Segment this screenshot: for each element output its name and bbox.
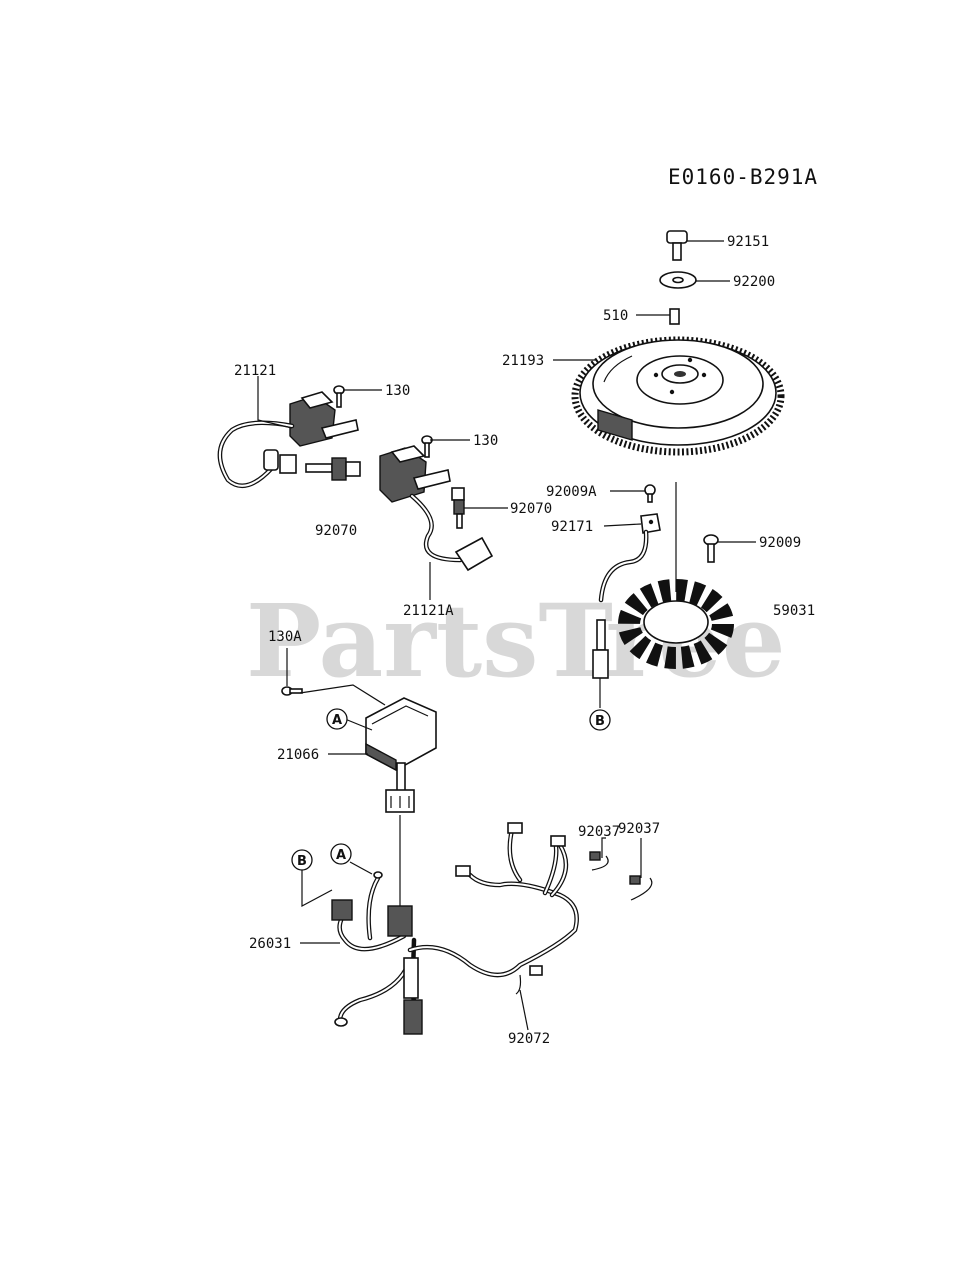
stator-bolt[interactable] bbox=[703, 534, 719, 563]
part-label-21066[interactable]: 21066 bbox=[277, 747, 319, 763]
wire-harness[interactable] bbox=[331, 822, 579, 1035]
flywheel[interactable] bbox=[571, 336, 785, 456]
callout-b-harness: B bbox=[291, 849, 313, 871]
regulator[interactable] bbox=[365, 697, 437, 813]
part-label-92009A[interactable]: 92009A bbox=[546, 484, 597, 500]
part-label-21121[interactable]: 21121 bbox=[234, 363, 276, 379]
callout-a-regulator: A bbox=[326, 708, 348, 730]
svg-text:A: A bbox=[336, 848, 346, 863]
callout-b-stator: B bbox=[589, 709, 611, 731]
ignition-coil-left[interactable] bbox=[217, 391, 359, 489]
leader-lines bbox=[257, 240, 756, 1031]
harness-clamp[interactable] bbox=[515, 974, 522, 995]
part-label-92200[interactable]: 92200 bbox=[733, 274, 775, 290]
coil-screw-left[interactable] bbox=[333, 385, 345, 408]
part-label-510[interactable]: 510 bbox=[603, 308, 628, 324]
flywheel-bolt[interactable] bbox=[666, 230, 688, 261]
part-label-92072[interactable]: 92072 bbox=[508, 1031, 550, 1047]
diagram-code: E0160-B291A bbox=[668, 165, 818, 189]
part-label-59031[interactable]: 59031 bbox=[773, 603, 815, 619]
part-label-92009[interactable]: 92009 bbox=[759, 535, 801, 551]
callout-a-harness: A bbox=[330, 843, 352, 865]
part-label-130-lower[interactable]: 130 bbox=[473, 433, 498, 449]
wire-clamp[interactable] bbox=[640, 513, 661, 534]
coil-screw-right[interactable] bbox=[421, 435, 433, 458]
svg-text:A: A bbox=[332, 713, 342, 728]
part-label-92070-right[interactable]: 92070 bbox=[510, 501, 552, 517]
part-label-92171[interactable]: 92171 bbox=[551, 519, 593, 535]
part-label-21193[interactable]: 21193 bbox=[502, 353, 544, 369]
screw-130A[interactable] bbox=[281, 686, 303, 696]
svg-text:B: B bbox=[595, 714, 605, 729]
part-label-92151[interactable]: 92151 bbox=[727, 234, 769, 250]
stator-small-screw[interactable] bbox=[644, 484, 656, 503]
flywheel-washer[interactable] bbox=[659, 271, 697, 289]
watermark: PartsTree bbox=[246, 582, 786, 700]
part-label-130A[interactable]: 130A bbox=[268, 629, 302, 645]
spark-plug-right[interactable] bbox=[451, 487, 465, 529]
part-label-26031[interactable]: 26031 bbox=[249, 936, 291, 952]
ignition-coil-right[interactable] bbox=[379, 445, 494, 572]
wire-clip-2[interactable] bbox=[629, 875, 653, 901]
part-label-92070-left[interactable]: 92070 bbox=[315, 523, 357, 539]
flywheel-key[interactable] bbox=[669, 308, 680, 325]
part-label-92037-left[interactable]: 92037 bbox=[578, 824, 620, 840]
stator[interactable] bbox=[592, 482, 734, 708]
svg-text:B: B bbox=[297, 854, 307, 869]
part-label-130-upper[interactable]: 130 bbox=[385, 383, 410, 399]
wire-clip-1[interactable] bbox=[589, 851, 609, 871]
part-label-92037-right[interactable]: 92037 bbox=[618, 821, 660, 837]
part-label-21121A[interactable]: 21121A bbox=[403, 603, 454, 619]
spark-plug-left[interactable] bbox=[305, 457, 361, 481]
